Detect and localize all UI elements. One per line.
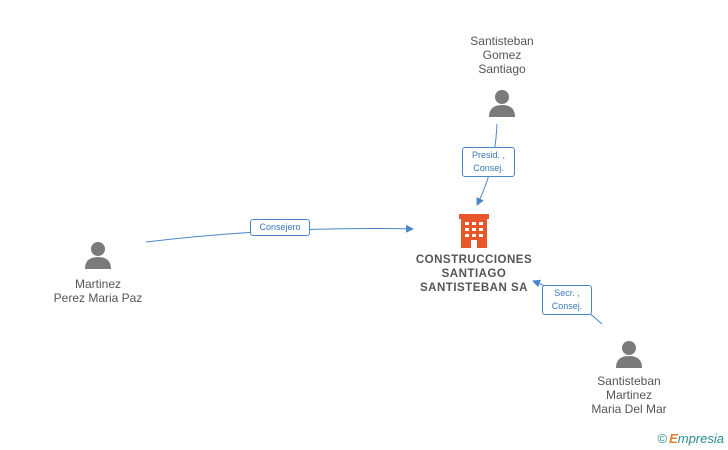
person-node-santisteban-martinez[interactable]: Santisteban Martinez Maria Del Mar xyxy=(579,340,679,416)
relation-label-consejero[interactable]: Consejero xyxy=(250,219,310,236)
person-node-martinez-perez[interactable]: Martinez Perez Maria Paz xyxy=(38,241,158,305)
person-name: Martinez Perez Maria Paz xyxy=(53,277,143,305)
company-node[interactable]: CONSTRUCCIONES SANTIAGO SANTISTEBAN SA xyxy=(404,214,544,295)
person-name: Santisteban Martinez Maria Del Mar xyxy=(591,374,667,416)
copyright-icon: © xyxy=(657,431,668,446)
company-name: CONSTRUCCIONES SANTIAGO SANTISTEBAN SA xyxy=(415,254,533,294)
person-name: Santisteban Gomez Santiago xyxy=(470,34,534,76)
relation-label-presid-consej[interactable]: Presid. , Consej. xyxy=(462,147,515,177)
person-icon xyxy=(489,90,515,117)
empresia-watermark: ©Empresia xyxy=(657,431,724,446)
person-icon xyxy=(85,242,111,269)
building-icon xyxy=(459,214,489,248)
person-icon xyxy=(616,341,642,368)
relation-label-secr-consej[interactable]: Secr. , Consej. xyxy=(542,285,592,315)
person-node-santisteban-gomez[interactable]: Santisteban Gomez Santiago xyxy=(452,34,552,117)
